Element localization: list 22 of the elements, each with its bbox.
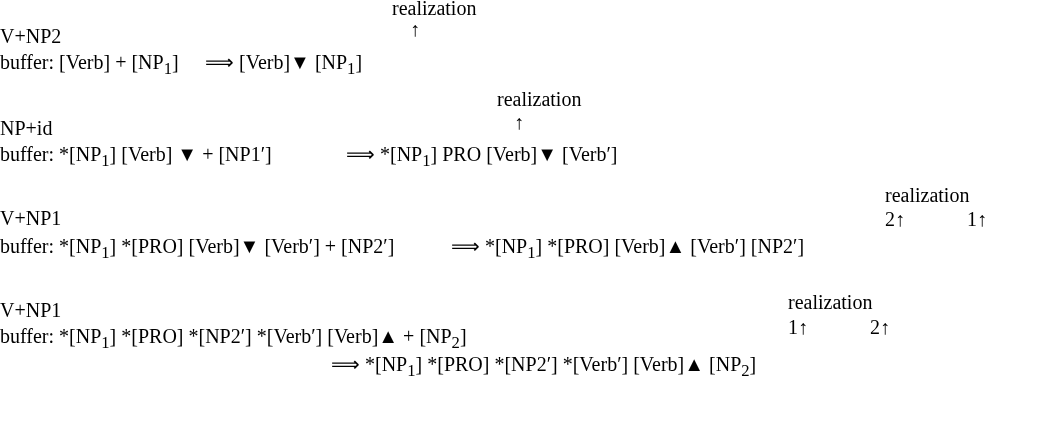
up-arrow-symbol: 2↑ xyxy=(870,315,890,339)
annotation-label: realization xyxy=(788,290,873,314)
up-arrow-symbol: ↑ xyxy=(410,17,420,41)
rule-label: V+NP1 xyxy=(0,298,62,322)
annotation-label: realization xyxy=(392,0,477,20)
annotation-label: realization xyxy=(497,87,582,111)
up-arrow-symbol: 1↑ xyxy=(967,207,987,231)
annotation-label: realization xyxy=(885,183,970,207)
buffer-expression: buffer: *[NP$_{1}$] *[PRO] *[NP2′] *[Verb′] [Verb]▲ + [NP$_{2}$] xyxy=(0,324,467,354)
buffer-expression: buffer: *[NP$_{1}$] *[PRO] [Verb]▼ [Verb′] + [NP2′] xyxy=(0,234,395,264)
up-arrow-symbol: 1↑ xyxy=(788,315,808,339)
rule-label: V+NP2 xyxy=(0,24,62,48)
result-expression: ⟹ *[NP$_{1}$] PRO [Verb]▼ [Verb′] xyxy=(346,142,618,172)
up-arrow-symbol: ↑ xyxy=(514,110,524,134)
result-expression: ⟹ [Verb]▼ [NP$_{1}$] xyxy=(205,50,363,80)
rule-label: NP+id xyxy=(0,116,53,140)
result-expression: ⟹ *[NP$_{1}$] *[PRO] *[NP2′] *[Verb′] [Verb]▲ [NP$_{2}$] xyxy=(331,352,757,382)
up-arrow-symbol: 2↑ xyxy=(885,207,905,231)
rule-label: V+NP1 xyxy=(0,206,62,230)
buffer-expression: buffer: *[NP$_{1}$] [Verb] ▼ + [NP1′] xyxy=(0,142,272,172)
result-expression: ⟹ *[NP$_{1}$] *[PRO] [Verb]▲ [Verb′] [NP2′] xyxy=(451,234,805,264)
buffer-expression: buffer: [Verb] + [NP$_{1}$] xyxy=(0,50,179,80)
